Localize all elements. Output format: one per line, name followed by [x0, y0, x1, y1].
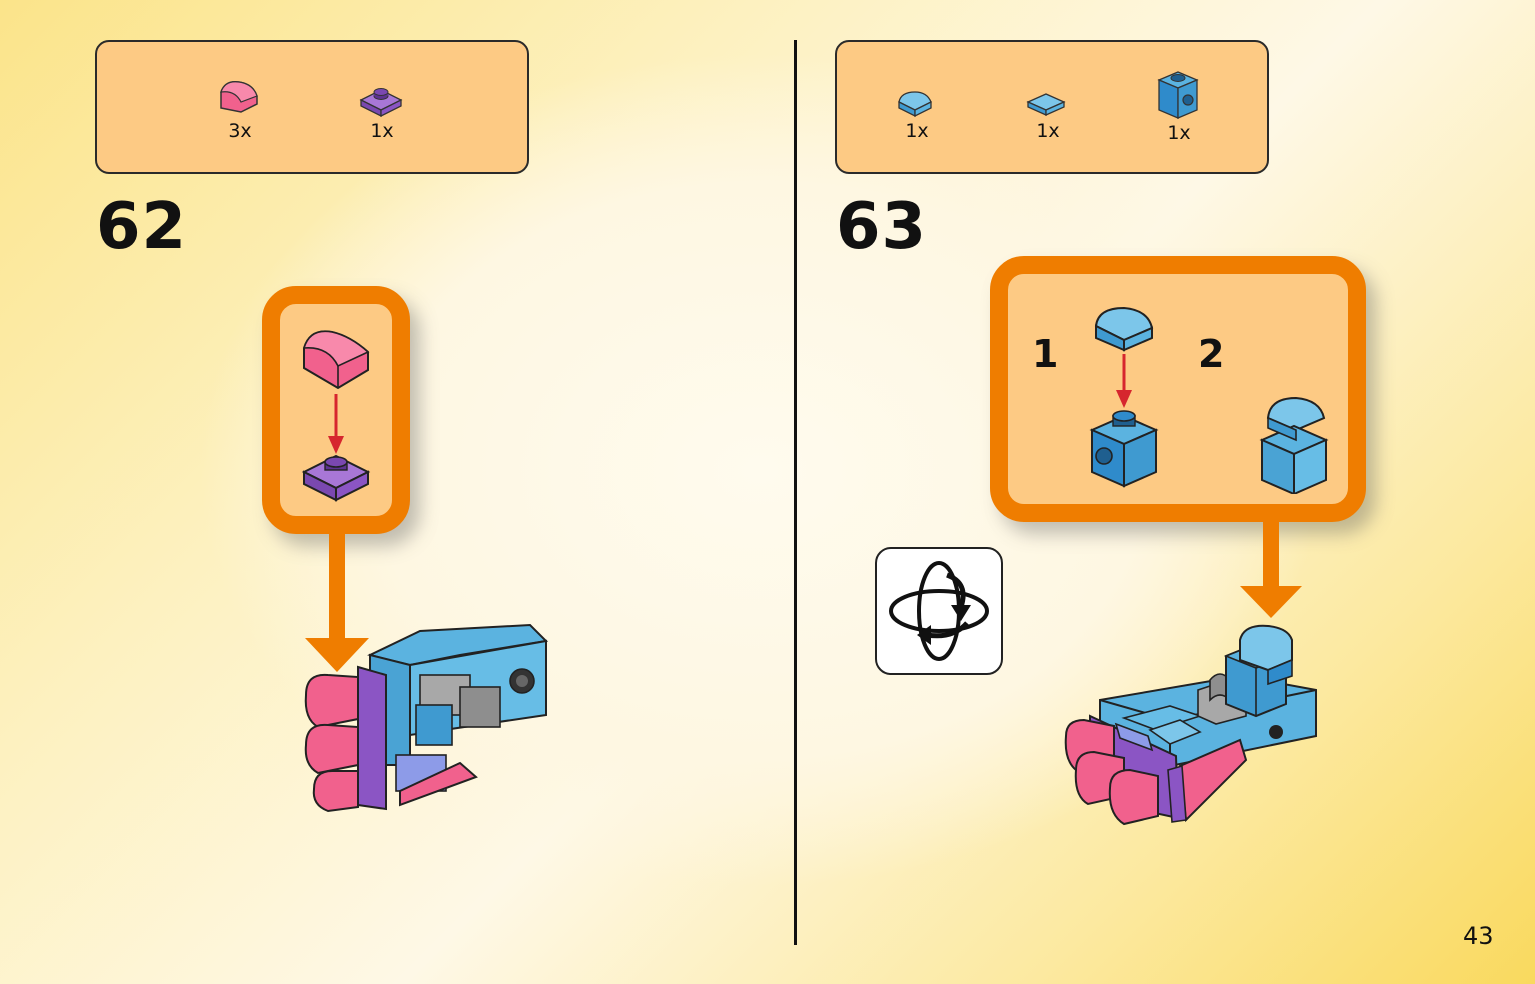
callout-step-63: 1 2 — [990, 256, 1366, 522]
page-number: 43 — [1463, 922, 1494, 950]
down-arrow-orange-63 — [1240, 520, 1302, 618]
rotate-model-icon — [875, 547, 1003, 675]
round-tile-onto-brick-illustration — [1089, 306, 1329, 494]
purple-plate-icon — [359, 88, 403, 118]
part-blue-tile: 1x — [1024, 88, 1072, 142]
substep-number-1: 1 — [1032, 332, 1059, 376]
part-pink-curved-slope: 3x — [215, 78, 265, 142]
part-blue-brick-with-stud: 1x — [1155, 68, 1203, 144]
blue-brick-with-stud-icon — [1157, 71, 1199, 119]
model-assembly-63 — [1064, 624, 1317, 826]
part-purple-plate: 1x — [357, 82, 407, 142]
parts-list-step-62: 3x 1x — [95, 40, 529, 174]
blue-round-tile-icon — [898, 91, 932, 118]
step-number-63: 63 — [836, 190, 928, 264]
pink-slope-onto-plate-illustration — [301, 330, 371, 502]
blue-tile-icon — [1026, 93, 1066, 117]
substep-number-2: 2 — [1198, 332, 1225, 376]
part-blue-round-tile: 1x — [893, 88, 941, 142]
rotate-arrows-icon — [889, 561, 989, 661]
page-divider — [794, 40, 797, 945]
parts-list-step-63: 1x 1x 1x — [835, 40, 1269, 174]
down-arrow-orange-62 — [305, 530, 369, 672]
part-qty: 1x — [905, 120, 929, 142]
part-qty: 1x — [1036, 120, 1060, 142]
callout-step-62 — [262, 286, 410, 534]
part-qty: 1x — [1167, 122, 1191, 144]
part-qty: 1x — [370, 120, 394, 142]
part-qty: 3x — [228, 120, 252, 142]
step-number-62: 62 — [96, 190, 188, 264]
model-assembly-62 — [304, 623, 549, 813]
pink-curved-slope-icon — [220, 80, 258, 113]
